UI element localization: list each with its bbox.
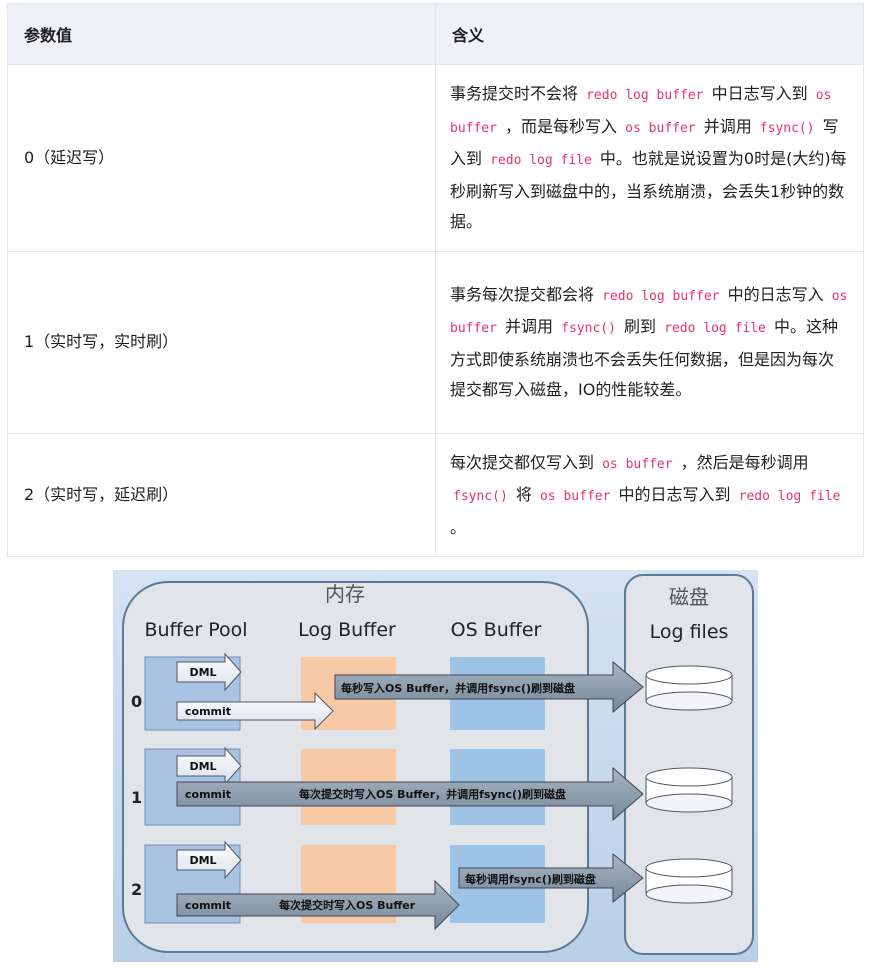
log-file-cylinder xyxy=(645,767,733,813)
innodb-flush-diagram: 内存 磁盘 Buffer Pool Log Buffer OS Buffer L… xyxy=(113,570,758,962)
row-value: 0（延迟写） xyxy=(7,64,436,252)
commit-label: commit xyxy=(185,705,231,718)
fsync-arrow-label: 每秒调用fsync()刷到磁盘 xyxy=(465,872,596,886)
inline-code: os buffer xyxy=(539,489,611,504)
row-description: 事务每次提交都会将 redo log buffer 中的日志写入 os buff… xyxy=(435,250,864,434)
table-row: 2（实时写，延迟刷） 每次提交都仅写入到 os buffer ，然后是每秒调用 … xyxy=(7,432,864,557)
commit-label: commit xyxy=(185,788,231,801)
flow-arrow-label: 每秒写入OS Buffer，并调用fsync()刷到磁盘 xyxy=(341,681,575,695)
log-file-cylinder xyxy=(645,858,733,904)
dml-label: DML xyxy=(189,854,216,867)
flow-arrow-label: 每次提交时写入OS Buffer xyxy=(279,898,416,912)
inline-code: redo log file xyxy=(490,153,592,168)
inline-code: fsync() xyxy=(759,120,815,136)
col-log-buffer: Log Buffer xyxy=(298,619,396,641)
flow-arrow-label: 每次提交时写入OS Buffer，并调用fsync()刷到磁盘 xyxy=(299,787,566,801)
col-buffer-pool: Buffer Pool xyxy=(144,619,247,641)
header-meaning: 含义 xyxy=(435,3,864,65)
dml-label: DML xyxy=(189,666,216,679)
dml-arrow xyxy=(176,840,242,880)
inline-code: redo log file xyxy=(664,321,766,336)
table-row: 1（实时写，实时刷） 事务每次提交都会将 redo log buffer 中的日… xyxy=(7,250,864,434)
inline-code: redo log buffer xyxy=(586,88,704,103)
disk-label: 磁盘 xyxy=(669,585,709,609)
header-param-value: 参数值 xyxy=(7,3,436,65)
row-value: 1（实时写，实时刷） xyxy=(7,250,436,434)
commit-arrow xyxy=(176,691,334,731)
inline-code: fsync() xyxy=(561,321,616,336)
inline-code: os buffer xyxy=(450,288,848,337)
parameter-table: 参数值 含义 0（延迟写） 事务提交时不会将 redo log buffer 中… xyxy=(7,3,864,557)
dml-arrow xyxy=(176,652,242,692)
row-description: 每次提交都仅写入到 os buffer ，然后是每秒调用 fsync() 将 o… xyxy=(435,432,864,557)
row-number: 1 xyxy=(131,788,142,807)
memory-label: 内存 xyxy=(325,582,365,606)
dml-arrow xyxy=(176,746,242,786)
table-header-row: 参数值 含义 xyxy=(7,3,864,65)
flow-arrow xyxy=(176,766,644,822)
inline-code: os buffer xyxy=(625,120,696,136)
col-os-buffer: OS Buffer xyxy=(451,619,542,641)
inline-code: os buffer xyxy=(450,88,832,136)
row-description: 事务提交时不会将 redo log buffer 中日志写入到 os buffe… xyxy=(435,64,864,252)
log-file-cylinder xyxy=(645,665,733,711)
dml-label: DML xyxy=(189,760,216,773)
inline-code: redo log file xyxy=(738,489,841,504)
commit-flow-arrow xyxy=(176,879,460,931)
row-number: 2 xyxy=(131,880,142,899)
col-log-files: Log files xyxy=(650,621,729,643)
flow-arrow xyxy=(334,660,644,714)
inline-code: fsync() xyxy=(453,489,508,504)
row-value: 2（实时写，延迟刷） xyxy=(7,432,436,557)
fsync-flow-arrow xyxy=(458,852,644,904)
commit-label: commit xyxy=(185,899,231,912)
inline-code: os buffer xyxy=(602,456,673,472)
inline-code: redo log buffer xyxy=(602,288,720,304)
row-number: 0 xyxy=(131,692,142,711)
table-row: 0（延迟写） 事务提交时不会将 redo log buffer 中日志写入到 o… xyxy=(7,64,864,252)
